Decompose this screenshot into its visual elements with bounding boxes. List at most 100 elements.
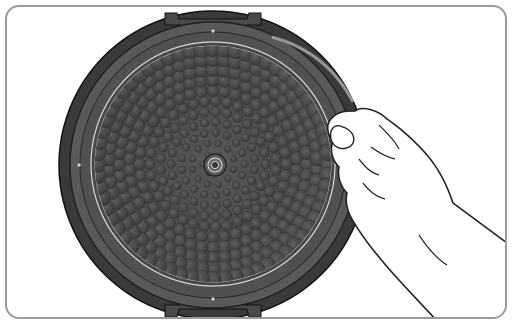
plate-dimple	[250, 154, 259, 163]
plate-dimple	[222, 108, 232, 118]
plate-dimple	[223, 132, 231, 140]
plate-dimple	[173, 138, 182, 147]
plate-dimple	[163, 186, 173, 196]
plate-dimple	[239, 172, 247, 180]
plate-dimple	[146, 147, 157, 158]
plate-dimple	[200, 119, 209, 128]
plate-dimple	[178, 154, 186, 162]
plate-dimple	[149, 181, 160, 192]
plate-dimple	[242, 199, 252, 209]
plate-dimple	[211, 211, 221, 221]
plate-dimple	[261, 159, 271, 169]
plate-dimple	[215, 181, 222, 188]
plate-dimple	[230, 155, 237, 162]
plate-dimple	[201, 130, 209, 138]
plate-dimple	[179, 116, 189, 126]
plate-dimple	[210, 96, 221, 107]
plate-dimple	[199, 221, 210, 232]
plate-dimple	[156, 153, 166, 163]
plate-dimple	[223, 188, 231, 196]
plate-dimple	[178, 166, 186, 174]
plate-dimple	[241, 160, 249, 168]
plate-dimple	[189, 110, 199, 120]
plate-dimple	[250, 165, 259, 174]
illustration-frame	[5, 5, 507, 319]
plate-dimple	[232, 181, 240, 189]
lid-illustration	[7, 7, 507, 319]
plate-dimple	[210, 221, 221, 232]
plate-dimple	[222, 210, 232, 220]
plate-dimple	[160, 117, 171, 128]
plate-dimple	[241, 186, 250, 195]
plate-dimple	[233, 125, 242, 134]
plate-dimple	[204, 140, 211, 147]
plate-dimple	[230, 166, 237, 173]
plate-dimple	[232, 139, 240, 147]
plate-dimple	[211, 107, 221, 117]
plate-dimple	[195, 176, 202, 183]
hand-icon	[328, 109, 507, 319]
plate-dimple	[180, 190, 189, 199]
plate-dimple	[250, 191, 260, 201]
plate-dimple	[200, 201, 209, 210]
plate-dimple	[201, 190, 209, 198]
plate-dimple	[256, 137, 266, 147]
plate-dimple	[168, 148, 177, 157]
plate-dimple	[182, 177, 190, 185]
plate-dimple	[170, 195, 180, 205]
plate-dimple	[247, 176, 256, 185]
plate-dimple	[180, 129, 189, 138]
plate-dimple	[223, 120, 232, 129]
plate-dimple	[189, 122, 198, 131]
plate-dimple	[241, 133, 250, 142]
plate-dimple	[189, 197, 198, 206]
plate-dimple	[195, 146, 202, 153]
plate-dimple	[250, 127, 260, 137]
plate-dimple	[270, 164, 281, 175]
plate-dimple	[225, 176, 232, 183]
plate-dimple	[239, 149, 247, 157]
plate-dimple	[270, 153, 281, 164]
plate-dimple	[212, 192, 220, 200]
plate-dimple	[199, 96, 210, 107]
plate-dimple	[222, 97, 233, 108]
plate-dimple	[233, 205, 243, 215]
plate-dimple	[163, 132, 173, 142]
plate-dimple	[189, 155, 196, 162]
plate-dimple	[189, 208, 199, 218]
plate-dimple	[158, 176, 168, 186]
plate-dimple	[182, 144, 190, 152]
center-valve-icon	[204, 154, 226, 176]
plate-dimple	[247, 143, 256, 152]
plate-dimple	[190, 135, 198, 143]
plate-dimple	[149, 136, 160, 147]
plate-dimple	[168, 208, 179, 219]
plate-dimple	[189, 166, 196, 173]
plate-dimple	[170, 123, 180, 133]
plate-dimple	[145, 159, 156, 170]
plate-dimple	[158, 142, 168, 152]
plate-dimple	[233, 113, 243, 123]
plate-dimple	[200, 107, 210, 117]
plate-dimple	[168, 109, 179, 120]
plate-dimple	[146, 170, 157, 181]
plate-dimple	[242, 119, 252, 129]
plate-dimple	[212, 118, 221, 127]
plate-dimple	[173, 181, 182, 190]
plate-dimple	[212, 129, 220, 137]
plate-dimple	[190, 185, 198, 193]
plate-dimple	[215, 140, 222, 147]
plate-dimple	[225, 146, 232, 153]
plate-dimple	[156, 165, 166, 175]
plate-dimple	[233, 194, 242, 203]
plate-dimple	[200, 211, 210, 221]
plate-dimple	[212, 202, 221, 211]
plate-dimple	[168, 171, 177, 180]
plate-dimple	[153, 126, 164, 137]
plate-dimple	[160, 200, 171, 211]
plate-dimple	[167, 160, 176, 169]
plate-dimple	[259, 148, 269, 158]
plate-dimple	[259, 170, 269, 180]
plate-dimple	[179, 203, 189, 213]
plate-dimple	[204, 181, 211, 188]
